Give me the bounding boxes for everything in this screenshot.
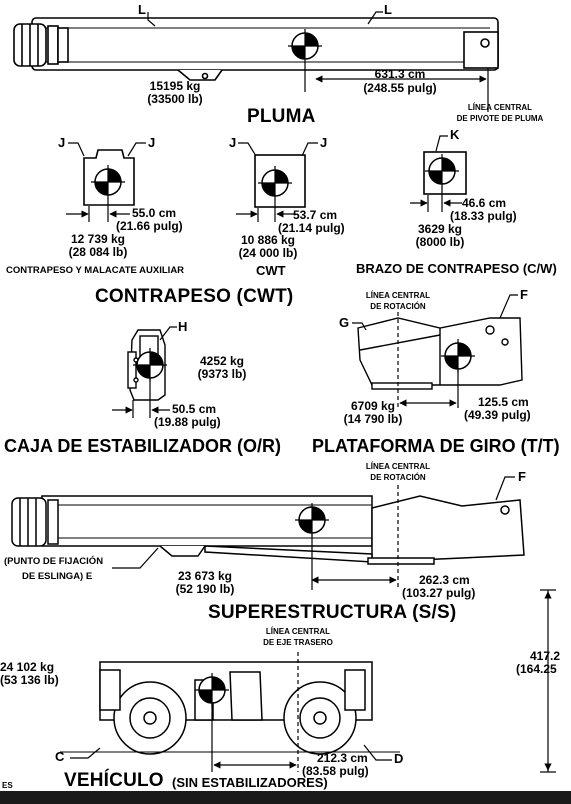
turntable-distance-in: (49.39 pulg) xyxy=(464,408,531,422)
boom-weight-lb: (33500 lb) xyxy=(147,92,203,106)
superstructure-marker-f: F xyxy=(518,469,526,484)
carrier-marker-d: D xyxy=(394,751,404,766)
counterweight-title: CONTRAPESO (CWT) xyxy=(95,286,294,307)
superstructure-rotation-label-1: LÍNEA CENTRAL xyxy=(365,462,431,471)
outrigger-marker-h: H xyxy=(178,319,188,334)
cwt-distance-cm: 53.7 cm xyxy=(293,208,338,222)
aux-marker-j-right: J xyxy=(148,135,156,150)
language-code: ES xyxy=(2,781,13,790)
turntable-rotation-label-2: DE ROTACIÓN xyxy=(370,302,426,311)
cwt-weight-lb: (24 000 lb) xyxy=(238,246,298,260)
turntable-rotation-label-1: LÍNEA CENTRAL xyxy=(365,291,431,300)
arm-title: BRAZO DE CONTRAPESO (C/W) xyxy=(356,261,557,276)
arm-distance-cm: 46.6 cm xyxy=(462,196,507,210)
carrier-drawing xyxy=(60,661,400,755)
superstructure-weight-lb: (52 190 lb) xyxy=(175,582,235,596)
carrier-marker-c: C xyxy=(55,749,65,764)
superstructure-title: SUPERESTRUCTURA (S/S) xyxy=(208,602,457,623)
carrier-height-cm: 417.2 xyxy=(530,649,561,663)
boom-weight-kg: 15195 kg xyxy=(149,79,201,93)
cwt-weight-kg: 10 886 kg xyxy=(240,233,296,247)
turntable-weight-lb: (14 790 lb) xyxy=(343,412,403,426)
turntable-title: PLATAFORMA DE GIRO (T/T) xyxy=(312,436,560,456)
superstructure-drawing xyxy=(11,495,525,565)
outrigger-weight-kg: 4252 kg xyxy=(199,354,245,368)
carrier-distance-in: (83.58 pulg) xyxy=(302,764,369,778)
carrier-axle-label-2: DE EJE TRASERO xyxy=(263,638,333,647)
carrier-weight-lb: (53 136 lb) xyxy=(0,673,59,687)
turntable-drawing xyxy=(357,317,523,390)
cwt-distance-in: (21.14 pulg) xyxy=(278,221,345,235)
carrier-height-in: (164.25 xyxy=(516,662,557,676)
outrigger-title: CAJA DE ESTABILIZADOR (O/R) xyxy=(4,436,281,456)
boom-marker-l-right: L xyxy=(384,2,392,17)
cwt-marker-j-right: J xyxy=(320,135,328,150)
turntable-marker-g: G xyxy=(339,315,350,330)
outrigger-distance-cm: 50.5 cm xyxy=(172,402,217,416)
aux-distance-cm: 55.0 cm xyxy=(132,206,177,220)
carrier-weight-kg: 24 102 kg xyxy=(0,660,55,674)
boom-distance-in: (248.55 pulg) xyxy=(363,81,437,95)
superstructure-sling-label-2: DE ESLINGA) E xyxy=(22,571,93,582)
aux-weight-kg: 12 739 kg xyxy=(70,232,126,246)
footer-bar xyxy=(0,791,571,804)
carrier-distance-cm: 212.3 cm xyxy=(317,751,368,765)
arm-distance-in: (18.33 pulg) xyxy=(450,209,517,223)
aux-caption: CONTRAPESO Y MALACATE AUXILIAR xyxy=(6,265,185,276)
carrier-title: VEHÍCULO xyxy=(64,770,164,791)
outrigger-weight-lb: (9373 lb) xyxy=(197,367,247,381)
carrier-axle-label-1: LÍNEA CENTRAL xyxy=(265,627,331,636)
superstructure-rotation-label-2: DE ROTACIÓN xyxy=(370,473,426,482)
aux-distance-in: (21.66 pulg) xyxy=(116,219,183,233)
boom-drawing xyxy=(13,17,499,81)
turntable-marker-f: F xyxy=(520,287,528,302)
boom-pivot-label-2: DE PIVOTE DE PLUMA xyxy=(456,114,544,123)
carrier-subtitle: (SIN ESTABILIZADORES) xyxy=(172,775,328,790)
superstructure-distance-cm: 262.3 cm xyxy=(419,573,470,587)
aux-weight-lb: (28 084 lb) xyxy=(68,245,128,259)
cwt-caption: CWT xyxy=(256,263,286,278)
turntable-weight-kg: 6709 kg xyxy=(350,399,396,413)
outrigger-distance-in: (19.88 pulg) xyxy=(154,415,221,429)
superstructure-weight-kg: 23 673 kg xyxy=(177,569,233,583)
arm-weight-kg: 3629 kg xyxy=(417,222,463,236)
arm-marker-k: K xyxy=(450,127,460,142)
arm-weight-lb: (8000 lb) xyxy=(415,235,465,249)
superstructure-distance-in: (103.27 pulg) xyxy=(402,586,476,600)
superstructure-sling-label-1: (PUNTO DE FIJACIÓN xyxy=(4,556,104,567)
cwt-marker-j-left: J xyxy=(229,135,237,150)
boom-pivot-label-1: LÍNEA CENTRAL xyxy=(467,103,533,112)
aux-marker-j-left: J xyxy=(58,135,66,150)
boom-marker-l-left: L xyxy=(138,2,146,17)
turntable-distance-cm: 125.5 cm xyxy=(478,395,529,409)
boom-title: PLUMA xyxy=(247,106,316,127)
boom-distance-cm: 631.3 cm xyxy=(374,67,426,81)
